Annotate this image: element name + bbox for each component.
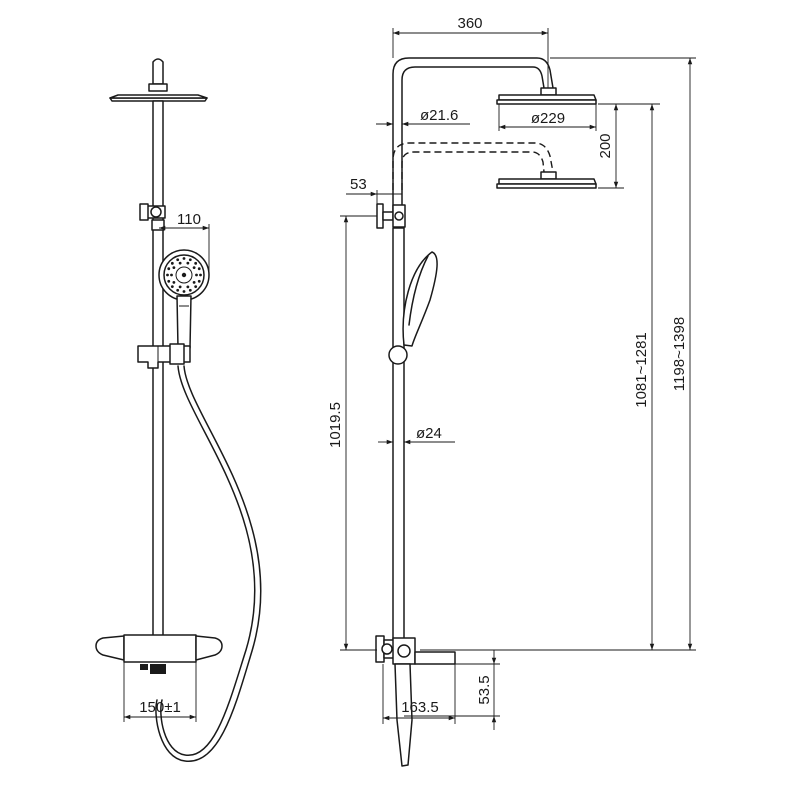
handshower-nozzle <box>167 279 171 283</box>
handshower-nozzle <box>172 280 176 284</box>
handshower-nozzle <box>167 267 171 271</box>
front-wall-bracket <box>139 203 166 231</box>
handshower-nozzle <box>176 288 180 292</box>
side-headshower-lowered <box>392 142 597 190</box>
handshower-nozzle <box>188 258 192 262</box>
handshower-nozzle <box>182 290 186 293</box>
handshower-nozzle <box>182 257 186 260</box>
front-handshower <box>158 249 210 349</box>
dim-headshower-diameter: ø229 <box>531 110 565 127</box>
dim-wall-bracket-offset: 53 <box>350 176 367 193</box>
handshower-nozzle <box>178 261 182 265</box>
side-headshower-upper <box>496 94 597 105</box>
dim-riser-height: 1019.5 <box>327 402 344 448</box>
handshower-nozzle <box>194 285 198 289</box>
handshower-nozzle <box>194 261 198 265</box>
handshower-nozzle <box>192 280 196 284</box>
dim-handshower-width: 110 <box>177 211 201 228</box>
handshower-nozzle <box>188 288 192 292</box>
front-headshower <box>109 58 208 102</box>
dim-height-range-total: 1198~1398 <box>671 317 688 391</box>
handshower-nozzle <box>195 273 198 277</box>
side-upper-pipe <box>392 57 557 214</box>
dim-headshower-arm: 360 <box>457 15 482 32</box>
dim-height-range-head: 1081~1281 <box>633 332 650 408</box>
handshower-nozzle <box>170 273 173 277</box>
handshower-nozzle <box>197 267 201 271</box>
handshower-nozzle <box>186 261 190 265</box>
dim-spout-height: 53.5 <box>476 675 493 704</box>
dimension-lines: 360 ø21.6 ø229 200 53 110 ø24 1019. <box>124 15 696 730</box>
front-slide-holder <box>137 343 191 369</box>
side-view <box>375 57 597 767</box>
dim-pipe-diameter-lower: ø24 <box>416 425 442 442</box>
handshower-nozzle <box>186 285 190 289</box>
dim-height-adjustment: 200 <box>597 133 614 158</box>
front-view <box>95 58 262 762</box>
dim-spout-projection: 163.5 <box>401 699 439 716</box>
front-thermostatic-mixer <box>95 634 223 722</box>
dim-pipe-diameter-upper: ø21.6 <box>420 107 458 124</box>
front-hose <box>155 365 262 762</box>
dim-inlet-centers: 150±1 <box>139 699 181 716</box>
side-lower-pipe <box>392 227 405 641</box>
handshower-nozzle <box>192 266 196 270</box>
handshower-nozzle <box>170 285 174 289</box>
handshower-nozzle <box>197 279 201 283</box>
side-mixer <box>375 635 456 767</box>
handshower-nozzle <box>166 273 169 277</box>
handshower-nozzle <box>172 266 176 270</box>
handshower-nozzle <box>170 261 174 265</box>
side-wall-bracket <box>376 203 406 229</box>
handshower-nozzle <box>176 258 180 262</box>
side-handshower <box>388 251 438 365</box>
handshower-nozzle <box>199 273 202 277</box>
handshower-nozzle <box>178 285 182 289</box>
